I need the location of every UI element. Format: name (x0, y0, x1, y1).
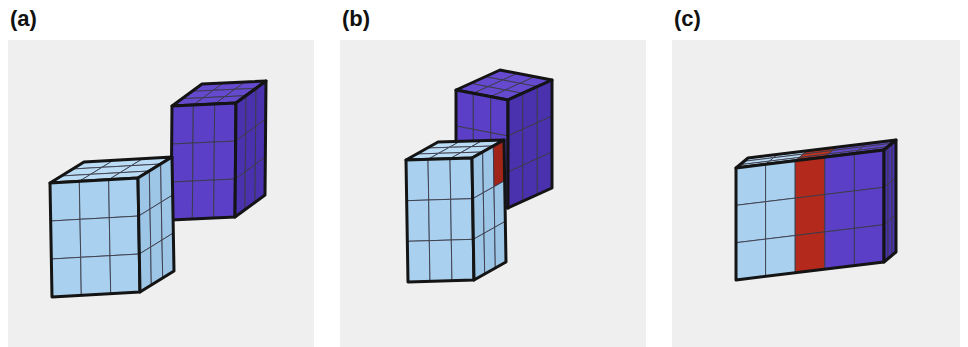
cube-cell (888, 218, 892, 259)
cube-cell (491, 97, 508, 136)
cube-cell (736, 202, 766, 243)
cube-edge (235, 81, 266, 217)
cube-cell (193, 104, 215, 143)
cube-cell (766, 198, 796, 239)
cube-cell (429, 240, 452, 281)
cube-cell (854, 187, 884, 228)
cube-cell (795, 232, 825, 273)
cube-edge (508, 80, 552, 208)
cube-cell (171, 143, 193, 182)
cube-cell (888, 181, 892, 222)
cube-edge (138, 157, 174, 292)
panel-label: (a) (10, 8, 37, 30)
cube-cell (451, 199, 474, 240)
cube-cell (109, 216, 139, 256)
cube-cell (51, 219, 81, 259)
cube-edge (884, 140, 896, 262)
cube-cell (407, 200, 430, 241)
cube-cell (110, 254, 140, 294)
cube-cell (79, 180, 109, 220)
cube-cell (766, 161, 796, 202)
cube-cell (109, 178, 139, 218)
cube-cell (888, 143, 892, 184)
cube-cell (795, 195, 825, 236)
cube-cell (825, 191, 855, 232)
panel-background (340, 40, 646, 347)
cube-cell (451, 239, 474, 280)
cube-edge (406, 158, 474, 282)
cube-edge (736, 150, 884, 280)
cube-edge (50, 178, 140, 297)
cube-cell (523, 123, 538, 166)
cube-cell (450, 158, 473, 199)
cube-cell (825, 228, 855, 269)
cube-cell (51, 257, 81, 297)
cube-edge (171, 103, 236, 220)
cube-edge (472, 140, 506, 280)
cube-cell (473, 93, 490, 132)
panel-label: (b) (342, 8, 370, 30)
cube-cell (736, 239, 766, 280)
cube-cell (50, 181, 80, 221)
cube-cell (407, 241, 430, 282)
panel-background (672, 40, 960, 347)
cube-cell (214, 179, 236, 218)
cube-cell (80, 218, 110, 258)
cube-cell (192, 180, 214, 219)
cube-cell (766, 236, 796, 277)
cube-cell (483, 146, 494, 193)
cube-cell (508, 129, 523, 172)
cube-cell (428, 159, 451, 200)
cube-cell (854, 225, 884, 266)
cube-cell (81, 256, 111, 296)
cube-cell (214, 141, 236, 180)
cube-group (50, 70, 896, 297)
cube-cell (214, 103, 236, 142)
panel-background (8, 40, 314, 347)
cube-cell (537, 116, 552, 159)
cube-cell (429, 199, 452, 240)
cube-cell (484, 227, 495, 274)
cube-cell (406, 159, 429, 200)
panel-label: (c) (674, 8, 701, 30)
cube-cell (150, 202, 162, 247)
cube-cell (736, 164, 766, 205)
cube-cell (483, 187, 494, 234)
cube-cell (172, 105, 194, 144)
cube-cell (456, 90, 473, 129)
cube-cell (193, 142, 215, 181)
cube-cell (854, 150, 884, 191)
cube-cell (795, 157, 825, 198)
cube-cell (825, 154, 855, 195)
